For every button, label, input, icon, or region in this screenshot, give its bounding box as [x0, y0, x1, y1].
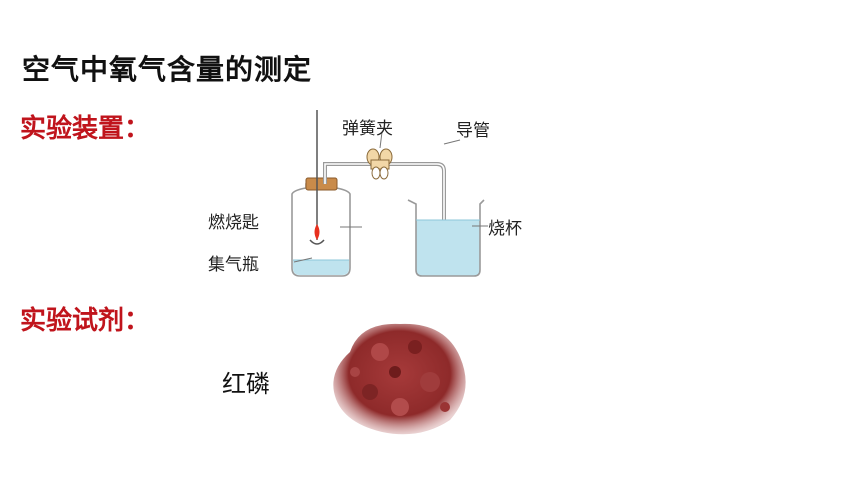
flame: [314, 224, 320, 240]
red-phosphorus-powder: [333, 323, 466, 435]
beaker: [407, 199, 485, 277]
gas-bottle: [291, 183, 351, 277]
label-beaker: 烧杯: [488, 219, 522, 239]
label-combustion-spoon: 燃烧匙: [208, 213, 259, 233]
slide-title: 空气中氧气含量的测定: [22, 53, 313, 86]
label-guide-tube: 导管: [456, 121, 490, 141]
experiment-apparatus-diagram: 弹簧夹 导管 燃烧匙 集气瓶 烧杯: [208, 110, 522, 277]
beaker-water: [416, 220, 480, 276]
combustion-spoon: [309, 239, 325, 245]
label-gas-bottle: 集气瓶: [208, 255, 259, 275]
reagent-name: 红磷: [222, 370, 270, 398]
section-heading-apparatus: 实验装置：: [20, 114, 151, 144]
cork-stopper: [305, 177, 338, 191]
label-spring-clip: 弹簧夹: [342, 119, 393, 139]
section-heading-reagent: 实验试剂：: [20, 306, 151, 336]
spring-clip: [366, 148, 393, 180]
bottle-water: [293, 260, 349, 275]
